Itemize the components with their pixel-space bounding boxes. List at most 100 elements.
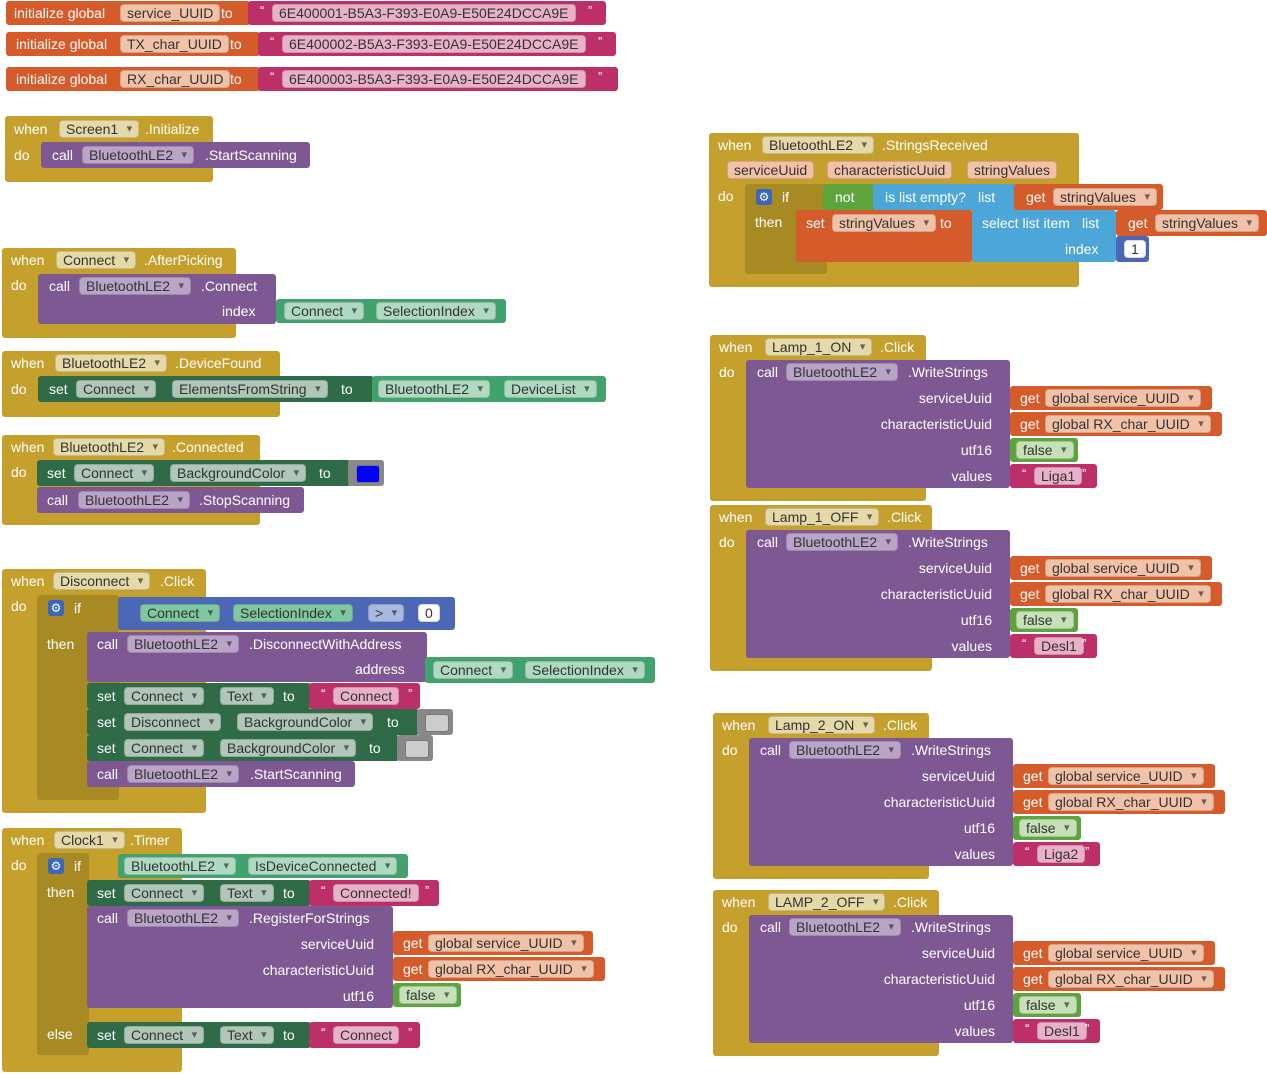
- text-value-field[interactable]: Desl1: [1037, 1022, 1087, 1040]
- get-global-service-uuid[interactable]: get global service_UUID: [1013, 764, 1215, 788]
- global-name-field[interactable]: RX_char_UUID: [120, 70, 231, 88]
- component-dropdown[interactable]: Disconnect: [124, 713, 222, 731]
- color-lightgray-block[interactable]: [417, 709, 453, 735]
- gear-icon[interactable]: ⚙: [756, 189, 772, 205]
- text-value-block[interactable]: “ Desl1 ”: [1013, 1019, 1100, 1043]
- variable-dropdown[interactable]: stringValues: [832, 214, 937, 232]
- param-serviceuuid[interactable]: serviceUuid: [727, 161, 815, 179]
- get-global-service-uuid[interactable]: get global service_UUID: [393, 931, 593, 955]
- variable-dropdown[interactable]: global RX_char_UUID: [1045, 415, 1211, 433]
- component-dropdown[interactable]: Lamp_1_ON: [765, 338, 873, 356]
- get-global-rx-char-uuid[interactable]: get global RX_char_UUID: [1013, 790, 1225, 814]
- global-service-uuid-value[interactable]: “ 6E400001-B5A3-F393-E0A9-E50E24DCCA9E ”: [248, 1, 606, 25]
- component-dropdown[interactable]: Lamp_1_OFF: [765, 508, 880, 526]
- global-rx-uuid-value[interactable]: “ 6E400003-B5A3-F393-E0A9-E50E24DCCA9E ”: [258, 67, 618, 91]
- global-service-uuid-block[interactable]: initialize global service_UUID to: [6, 1, 250, 25]
- get-global-rx-char-uuid[interactable]: get global RX_char_UUID: [1013, 967, 1225, 991]
- get-global-rx-char-uuid[interactable]: get global RX_char_UUID: [1010, 582, 1222, 606]
- color-lightgray-block[interactable]: [397, 735, 433, 761]
- text-value-block[interactable]: “ Liga1 ”: [1010, 464, 1097, 488]
- component-dropdown[interactable]: Connect: [124, 1026, 205, 1044]
- start-scanning-call[interactable]: call BluetoothLE2 .StartScanning: [87, 761, 355, 787]
- operator-dropdown[interactable]: >: [368, 604, 405, 622]
- variable-dropdown[interactable]: global service_UUID: [1048, 944, 1204, 962]
- boolean-dropdown[interactable]: false: [399, 986, 457, 1004]
- get-stringvalues[interactable]: get stringValues: [1116, 210, 1267, 236]
- text-connect-value[interactable]: “ Connect ”: [309, 683, 420, 709]
- variable-dropdown[interactable]: global RX_char_UUID: [428, 960, 594, 978]
- global-tx-uuid-value[interactable]: “ 6E400002-B5A3-F393-E0A9-E50E24DCCA9E ”: [258, 32, 616, 56]
- property-dropdown[interactable]: Text: [220, 884, 274, 902]
- property-dropdown[interactable]: BackgroundColor: [170, 464, 307, 482]
- component-dropdown[interactable]: Connect: [140, 604, 221, 622]
- param-characteristicuuid[interactable]: characteristicUuid: [827, 161, 953, 179]
- variable-dropdown[interactable]: global RX_char_UUID: [1048, 793, 1214, 811]
- get-global-service-uuid[interactable]: get global service_UUID: [1010, 386, 1212, 410]
- variable-dropdown[interactable]: global service_UUID: [428, 934, 584, 952]
- write-strings-call[interactable]: call BluetoothLE2 .WriteStrings serviceU…: [749, 915, 1013, 1043]
- component-dropdown[interactable]: Lamp_2_ON: [768, 716, 876, 734]
- component-dropdown[interactable]: BluetoothLE2: [127, 909, 240, 927]
- select-list-item-block[interactable]: select list item list index: [972, 210, 1116, 262]
- number-field[interactable]: 0: [418, 604, 440, 622]
- get-global-rx-char-uuid[interactable]: get global RX_char_UUID: [393, 957, 605, 981]
- text-connect-value[interactable]: “ Connect ”: [309, 1022, 420, 1048]
- component-dropdown[interactable]: BluetoothLE2: [124, 857, 237, 875]
- color-swatch-lightgray[interactable]: [405, 740, 429, 758]
- color-swatch-blue[interactable]: [356, 465, 380, 483]
- logic-false-block[interactable]: false: [393, 983, 461, 1007]
- property-dropdown[interactable]: SelectionIndex: [233, 604, 353, 622]
- component-dropdown[interactable]: BluetoothLE2: [53, 438, 166, 456]
- global-tx-uuid-block[interactable]: initialize global TX_char_UUID to: [6, 32, 260, 56]
- get-global-service-uuid[interactable]: get global service_UUID: [1010, 556, 1212, 580]
- component-dropdown[interactable]: Connect: [124, 739, 205, 757]
- property-dropdown[interactable]: BackgroundColor: [220, 739, 357, 757]
- logic-false-block[interactable]: false: [1013, 993, 1081, 1017]
- start-scanning-call[interactable]: call BluetoothLE2 .StartScanning: [41, 142, 310, 168]
- property-dropdown[interactable]: IsDeviceConnected: [248, 857, 398, 875]
- set-connect-text[interactable]: set Connect Text to: [87, 683, 311, 709]
- component-dropdown[interactable]: BluetoothLE2: [762, 136, 875, 154]
- variable-dropdown[interactable]: stringValues: [1053, 188, 1158, 206]
- get-stringvalues[interactable]: get stringValues: [1014, 184, 1163, 210]
- set-stringvalues[interactable]: set stringValues to: [796, 210, 972, 262]
- write-strings-call[interactable]: call BluetoothLE2 .WriteStrings serviceU…: [746, 530, 1010, 658]
- boolean-dropdown[interactable]: false: [1016, 611, 1074, 629]
- property-dropdown[interactable]: BackgroundColor: [237, 713, 374, 731]
- param-stringvalues[interactable]: stringValues: [967, 161, 1058, 179]
- component-dropdown[interactable]: BluetoothLE2: [82, 146, 195, 164]
- get-global-rx-char-uuid[interactable]: get global RX_char_UUID: [1010, 412, 1222, 436]
- gear-icon[interactable]: ⚙: [48, 858, 64, 874]
- component-dropdown[interactable]: BluetoothLE2: [55, 354, 168, 372]
- text-value-field[interactable]: 6E400001-B5A3-F393-E0A9-E50E24DCCA9E: [272, 4, 576, 22]
- component-dropdown[interactable]: BluetoothLE2: [378, 380, 491, 398]
- text-value-block[interactable]: “ Liga2 ”: [1013, 842, 1100, 866]
- get-global-service-uuid[interactable]: get global service_UUID: [1013, 941, 1215, 965]
- boolean-dropdown[interactable]: false: [1019, 996, 1077, 1014]
- connect-selectionindex-getter[interactable]: Connect SelectionIndex: [425, 657, 655, 683]
- component-dropdown[interactable]: Connect: [56, 251, 137, 269]
- color-swatch-lightgray[interactable]: [425, 714, 449, 732]
- logic-false-block[interactable]: false: [1010, 438, 1078, 462]
- text-value-field[interactable]: Liga1: [1034, 467, 1083, 485]
- component-dropdown[interactable]: BluetoothLE2: [127, 765, 240, 783]
- gear-icon[interactable]: ⚙: [48, 600, 64, 616]
- is-list-empty-block[interactable]: is list empty? list: [873, 184, 1016, 210]
- stop-scanning-call[interactable]: call BluetoothLE2 .StopScanning: [37, 487, 304, 513]
- global-name-field[interactable]: service_UUID: [120, 4, 221, 22]
- text-value-field[interactable]: Desl1: [1034, 637, 1084, 655]
- set-connect-text-else[interactable]: set Connect Text to: [87, 1022, 311, 1048]
- write-strings-call[interactable]: call BluetoothLE2 .WriteStrings serviceU…: [746, 360, 1010, 488]
- register-for-strings-call[interactable]: call BluetoothLE2 .RegisterForStrings se…: [87, 906, 393, 1008]
- boolean-dropdown[interactable]: false: [1019, 819, 1077, 837]
- component-dropdown[interactable]: Screen1: [59, 120, 140, 138]
- text-connected-value[interactable]: “ Connected! ”: [309, 880, 439, 906]
- number-field[interactable]: 1: [1124, 240, 1146, 258]
- property-dropdown[interactable]: SelectionIndex: [376, 302, 496, 320]
- set-connect-text[interactable]: set Connect Text to: [87, 880, 311, 906]
- component-dropdown[interactable]: BluetoothLE2: [78, 491, 191, 509]
- component-dropdown[interactable]: LAMP_2_OFF: [768, 893, 886, 911]
- color-blue-block[interactable]: [348, 460, 384, 486]
- disconnect-with-address-call[interactable]: call BluetoothLE2 .DisconnectWithAddress…: [87, 632, 427, 682]
- property-dropdown[interactable]: Text: [220, 1026, 274, 1044]
